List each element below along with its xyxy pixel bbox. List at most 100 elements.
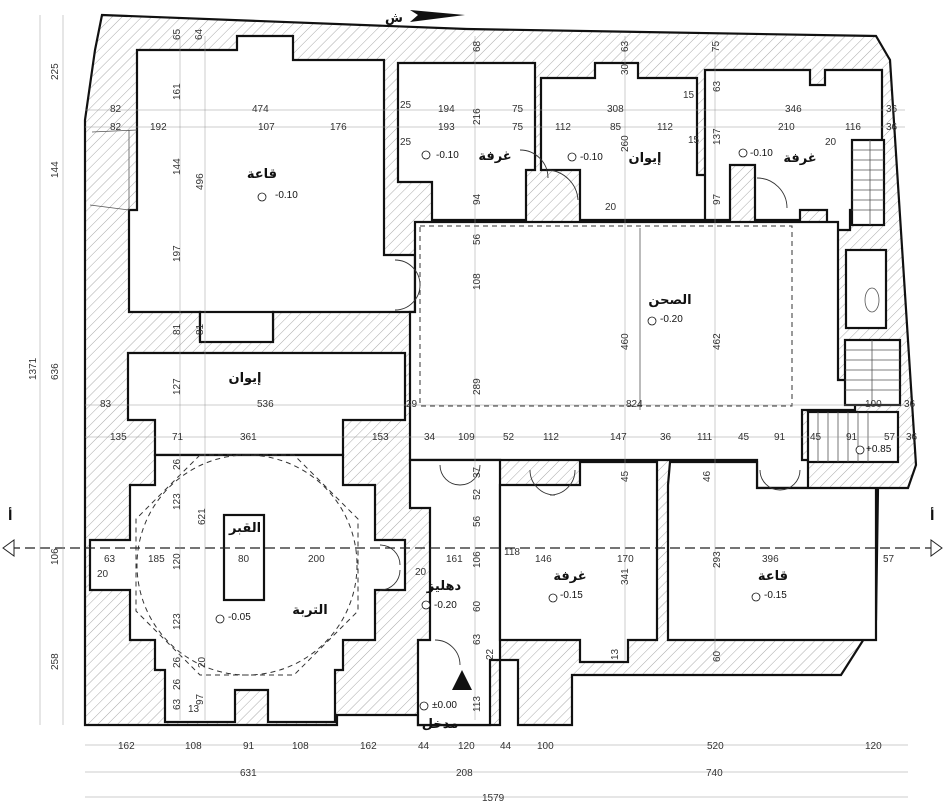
dimension-label: 200 (308, 554, 325, 565)
grid-lines (85, 36, 915, 720)
dimension-label: 194 (438, 104, 455, 115)
dome-octagon (135, 454, 359, 676)
dimension-label: 71 (172, 432, 184, 443)
dimension-label: 308 (607, 104, 624, 115)
dimension-label: 1371 (28, 357, 39, 380)
dimension-label: 81 (195, 323, 206, 335)
dimension-label: 496 (195, 173, 206, 190)
dimension-label: 112 (555, 122, 571, 133)
dimension-label: 94 (472, 193, 483, 205)
dimension-label: 75 (512, 122, 524, 133)
passage-opening (198, 310, 275, 344)
room-ghurfa-bottom (498, 460, 659, 664)
dimension-label: 260 (620, 135, 631, 152)
dimension-label: 45 (620, 470, 631, 482)
section-label-left: أ (8, 507, 12, 524)
dimension-label: 36 (906, 432, 918, 443)
entrance-arrow-icon (452, 670, 472, 690)
room-qaa-top (127, 34, 417, 342)
label-turba: التربة (292, 603, 328, 618)
wall-line (91, 129, 138, 133)
dimension-label: 396 (762, 554, 779, 565)
dimension-label: 123 (172, 493, 183, 510)
dimension-label: 474 (252, 104, 269, 115)
dimension-label: 85 (610, 122, 622, 133)
dimension-label: 108 (292, 741, 309, 752)
dimension-label: 118 (504, 547, 520, 558)
level-qaa-top: -0.10 (275, 190, 298, 201)
dimension-label: 536 (257, 399, 274, 410)
dimension-label: 26 (172, 458, 183, 470)
dimension-label: 144 (172, 158, 183, 175)
section-label-right: أ (930, 507, 934, 524)
dimension-label: 25 (400, 100, 412, 111)
dimension-label: 135 (110, 432, 127, 443)
dimension-label: 146 (535, 554, 552, 565)
section-marker-right (930, 539, 943, 557)
level-ghurfa-top2: -0.10 (750, 148, 773, 159)
dimension-label: 22 (485, 648, 496, 660)
dimension-label: 52 (472, 488, 483, 500)
stairs-top (850, 138, 886, 227)
label-sahn: الصحن (648, 293, 691, 308)
dimension-label: 162 (360, 741, 377, 752)
dimension-label: 123 (172, 613, 183, 630)
dimension-label: 144 (50, 161, 61, 178)
dimension-label: 210 (778, 122, 795, 133)
dimension-label: 91 (774, 432, 786, 443)
label-qabr: القبر (228, 521, 261, 536)
label-ghurfa-top1: غرفة (478, 149, 511, 164)
dimension-label: 45 (810, 432, 822, 443)
dimension-label: 52 (503, 432, 515, 443)
dimension-label: 108 (472, 273, 483, 290)
dimension-label: 208 (456, 768, 473, 779)
dimension-label: 63 (104, 554, 116, 565)
dimension-label: 824 (626, 399, 643, 410)
dimension-label: 106 (50, 548, 61, 565)
dimension-label: 161 (446, 554, 463, 565)
dimension-label: 289 (472, 378, 483, 395)
label-iwan-top: إيوان (628, 151, 661, 166)
dimension-label: 56 (472, 233, 483, 245)
dimension-label: 192 (150, 122, 167, 133)
dimension-label: 193 (438, 122, 455, 133)
dimension-label: 75 (711, 40, 722, 52)
level-ghurfa-bottom: -0.15 (560, 590, 583, 601)
dimension-label: 197 (172, 245, 183, 262)
dimension-label: 63 (620, 40, 631, 52)
level-ghurfa-top1: -0.10 (436, 150, 459, 161)
dimension-label: 636 (50, 363, 61, 380)
dimension-label: 13 (188, 704, 200, 715)
dimension-label: 60 (712, 650, 723, 662)
dimension-label: 91 (846, 432, 858, 443)
dimension-label: 120 (865, 741, 882, 752)
dimension-label: 36 (660, 432, 672, 443)
dimension-label: 120 (458, 741, 475, 752)
dimension-label: 341 (620, 568, 631, 585)
dimension-label: 36 (886, 104, 898, 115)
label-dihliz: دهليز (426, 579, 462, 594)
dimension-label: 44 (500, 741, 512, 752)
dimension-label: 346 (785, 104, 802, 115)
dimension-label: 36 (904, 399, 916, 410)
dimension-label: 57 (883, 554, 895, 565)
label-madkhal: مدخل (422, 717, 459, 732)
level-iwan-top: -0.10 (580, 152, 603, 163)
room-ghurfa-top1 (396, 61, 537, 222)
dimension-label: 20 (825, 137, 837, 148)
dimension-label: 109 (458, 432, 475, 443)
sahn (408, 220, 857, 490)
tomb (222, 513, 266, 602)
level-qaa-bottom: -0.15 (764, 590, 787, 601)
dimension-label: 20 (415, 567, 427, 578)
dimension-label: 83 (100, 399, 112, 410)
dimension-label: 20 (605, 202, 617, 213)
dimension-label: 37 (472, 466, 483, 478)
dimension-label: 97 (712, 193, 723, 205)
level-dihliz: -0.20 (434, 600, 457, 611)
dimension-label: 106 (472, 551, 483, 568)
dimension-label: 57 (884, 432, 896, 443)
dimension-label: 170 (617, 554, 634, 565)
dimension-label: 44 (418, 741, 430, 752)
